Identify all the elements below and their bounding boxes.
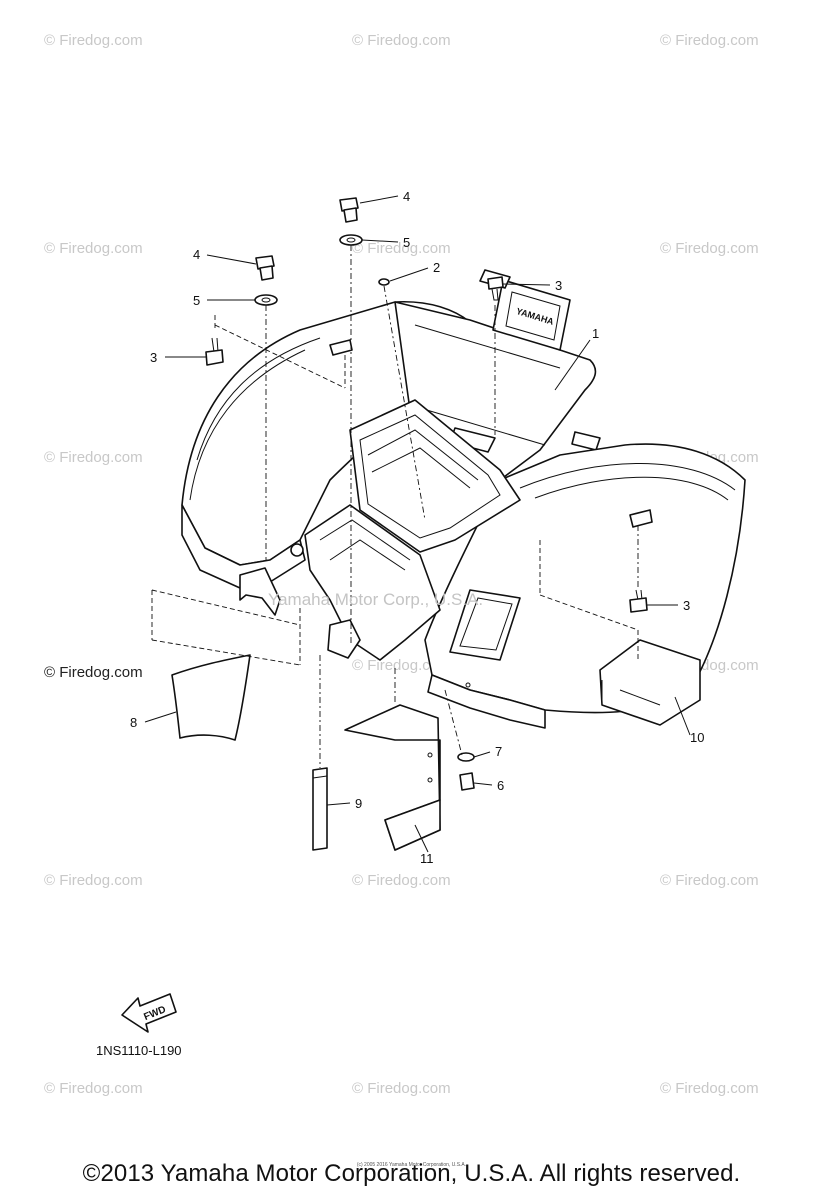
watermark: © Firedog.com bbox=[660, 872, 759, 889]
bolt-part-4-upper bbox=[339, 197, 359, 223]
callout-2: 2 bbox=[433, 260, 440, 275]
washer-part-5-upper bbox=[339, 234, 363, 246]
watermark: © Firedog.com bbox=[352, 657, 451, 674]
callout-10: 10 bbox=[690, 730, 704, 745]
assembly-lines bbox=[151, 245, 639, 768]
watermark: © Firedog.com bbox=[44, 32, 143, 49]
callout-9: 9 bbox=[355, 796, 362, 811]
center-watermark: Yamaha Motor Corp., U.S.A. bbox=[268, 590, 483, 609]
watermark-dark: © Firedog.com bbox=[44, 664, 143, 681]
watermark: © Firedog.com bbox=[660, 1080, 759, 1097]
callout-5: 5 bbox=[403, 235, 410, 250]
leader-lines bbox=[144, 195, 691, 853]
watermark: © Firedog.com bbox=[44, 872, 143, 889]
fwd-arrow-icon: FWD bbox=[121, 993, 177, 1033]
bolt-part-4-left bbox=[255, 255, 275, 281]
callout-11: 11 bbox=[420, 851, 434, 866]
bolt-part-3-top bbox=[487, 276, 504, 301]
watermark: © Firedog.com bbox=[44, 1080, 143, 1097]
watermark: © Firedog.com bbox=[44, 240, 143, 257]
strip-part-9 bbox=[312, 767, 328, 851]
callout-4: 4 bbox=[193, 247, 200, 262]
mud-flap-part-8 bbox=[171, 654, 251, 741]
rear-fender-part-1: YAMAHA bbox=[181, 269, 746, 729]
watermark: © Firedog.com bbox=[660, 32, 759, 49]
callout-4: 4 bbox=[403, 189, 410, 204]
watermark: © Firedog.com bbox=[352, 872, 451, 889]
guard-part-10 bbox=[599, 639, 701, 726]
washer-part-5-left bbox=[254, 294, 278, 306]
diagram-code: 1NS1110-L190 bbox=[96, 1043, 182, 1058]
callout-8: 8 bbox=[130, 715, 137, 730]
callout-6: 6 bbox=[497, 778, 504, 793]
callout-3: 3 bbox=[150, 350, 157, 365]
bolt-part-3-right bbox=[629, 589, 648, 613]
watermark: © Firedog.com bbox=[352, 32, 451, 49]
callout-5: 5 bbox=[193, 293, 200, 308]
copyright-notice: ©2013 Yamaha Motor Corporation, U.S.A. A… bbox=[82, 1160, 741, 1187]
watermark: © Firedog.com bbox=[44, 449, 143, 466]
guard-plate-part-11 bbox=[344, 704, 441, 851]
tiny-credit: (c) 2005 2016 Yamaha Motor Corporation, … bbox=[356, 1162, 467, 1168]
bolt-part-3-left bbox=[205, 337, 224, 366]
callout-3: 3 bbox=[683, 598, 690, 613]
watermark: © Firedog.com bbox=[660, 240, 759, 257]
watermark: © Firedog.com bbox=[352, 240, 451, 257]
callout-3: 3 bbox=[555, 278, 562, 293]
callout-7: 7 bbox=[495, 744, 502, 759]
callout-numbers: 4 5 2 4 5 3 3 1 3 10 7 6 8 9 11 bbox=[130, 189, 704, 866]
callout-1: 1 bbox=[592, 326, 599, 341]
grommet-part-2 bbox=[378, 278, 390, 286]
nut-part-6 bbox=[459, 772, 475, 791]
watermark: © Firedog.com bbox=[352, 1080, 451, 1097]
clip-part-7 bbox=[457, 752, 475, 762]
